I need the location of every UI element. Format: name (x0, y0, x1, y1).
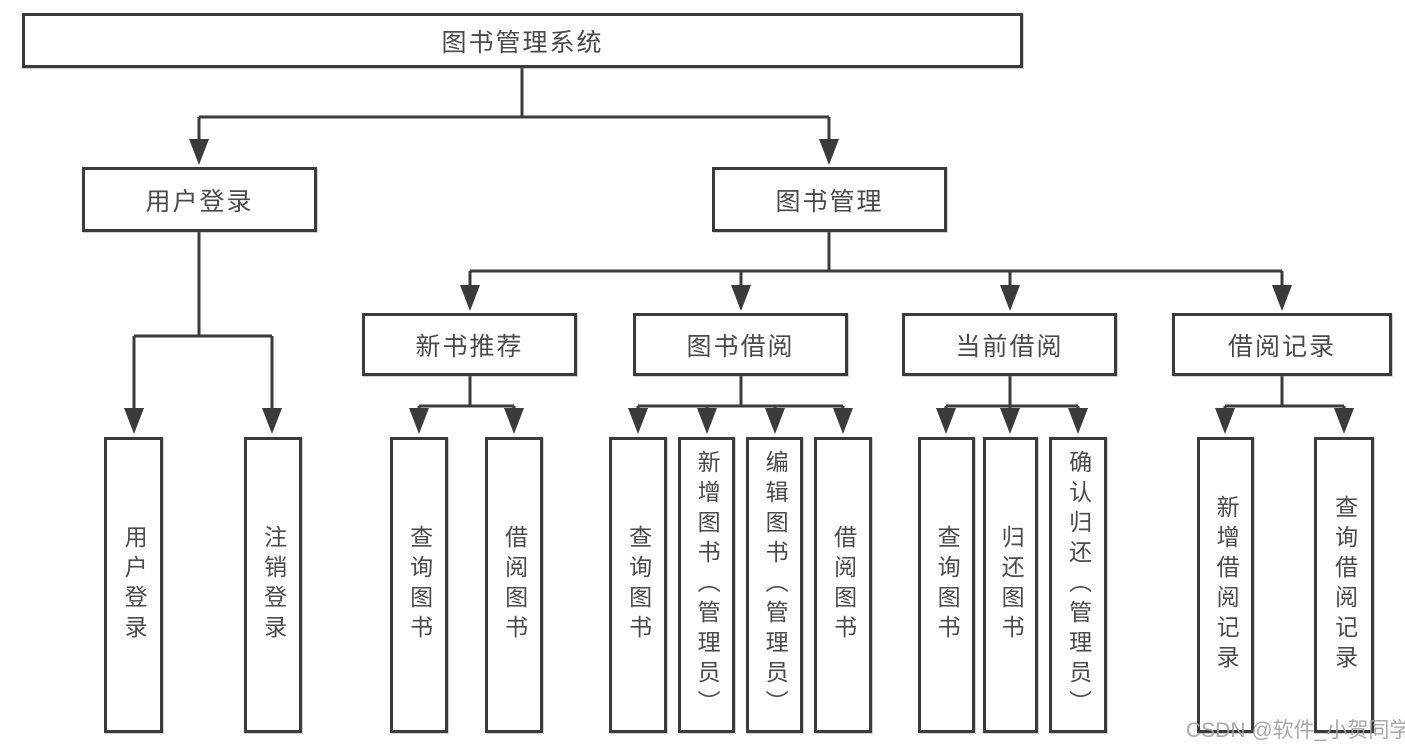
leaf-nbr-query-books: 查询图书 (390, 437, 448, 733)
connector-bookmgmt-to-level3 (460, 232, 1292, 311)
connector-borrowrecord-to-leaves (1215, 376, 1354, 434)
node-root-system: 图书管理系统 (22, 13, 1023, 68)
arrow-down-icon (628, 408, 648, 434)
leaf-bb-borrow-books: 借阅图书 (814, 437, 872, 733)
node-book-management: 图书管理 (712, 167, 947, 232)
arrow-down-icon (833, 408, 853, 434)
leaf-label: 注销登录 (260, 525, 287, 645)
leaf-label: 归还图书 (998, 525, 1025, 645)
leaf-bb-add-books-admin: 新增图书（管理员） (678, 437, 735, 733)
connector-newbook-to-leaves (409, 376, 524, 434)
leaf-label: 借阅图书 (830, 525, 857, 645)
leaf-br-query-record: 查询借阅记录 (1314, 437, 1374, 733)
connector-root-to-level2 (189, 68, 839, 165)
node-label: 用户登录 (145, 187, 254, 216)
arrow-down-icon (262, 408, 282, 434)
leaf-nbr-borrow-books: 借阅图书 (485, 437, 543, 733)
leaf-user-login: 用户登录 (104, 437, 163, 733)
arrow-down-icon (1334, 408, 1354, 434)
arrow-down-icon (819, 139, 839, 165)
arrow-down-icon (189, 139, 209, 165)
arrow-down-icon (1215, 408, 1235, 434)
connector-userlogin-to-leaves (124, 232, 282, 434)
leaf-label: 用户登录 (121, 525, 148, 645)
leaf-label: 查询图书 (406, 525, 433, 645)
node-label: 当前借阅 (955, 332, 1064, 361)
arrow-down-icon (697, 408, 717, 434)
leaf-label: 借阅图书 (501, 525, 528, 645)
leaf-bb-edit-books-admin: 编辑图书（管理员） (746, 437, 803, 733)
node-label: 新书推荐 (415, 332, 524, 361)
node-new-book-recommend: 新书推荐 (362, 313, 577, 376)
node-label: 图书借阅 (686, 332, 795, 361)
node-user-login: 用户登录 (82, 167, 317, 232)
arrow-down-icon (1068, 408, 1088, 434)
node-book-borrowing: 图书借阅 (633, 313, 848, 376)
arrow-down-icon (124, 408, 144, 434)
node-label: 借阅记录 (1227, 332, 1336, 361)
arrow-down-icon (1000, 408, 1020, 434)
leaf-label: 新增借阅记录 (1213, 495, 1240, 675)
leaf-cb-query-books: 查询图书 (918, 437, 975, 733)
arrow-down-icon (460, 285, 480, 311)
arrow-down-icon (936, 408, 956, 434)
node-borrowing-records: 借阅记录 (1172, 313, 1392, 376)
leaf-label: 编辑图书（管理员） (762, 450, 789, 720)
leaf-cb-return-books: 归还图书 (983, 437, 1038, 733)
leaf-bb-query-books: 查询图书 (609, 437, 667, 733)
arrow-down-icon (504, 408, 524, 434)
connector-bookborrow-to-leaves (628, 376, 853, 434)
leaf-label: 查询借阅记录 (1331, 495, 1358, 675)
leaf-label: 查询图书 (934, 525, 961, 645)
leaf-cb-confirm-return-admin: 确认归还（管理员） (1049, 437, 1107, 733)
node-root-label: 图书管理系统 (441, 28, 604, 57)
leaf-br-add-record: 新增借阅记录 (1197, 437, 1254, 733)
connector-currentborrow-to-leaves (936, 376, 1088, 434)
arrow-down-icon (409, 408, 429, 434)
arrow-down-icon (731, 285, 751, 311)
arrow-down-icon (1272, 285, 1292, 311)
node-label: 图书管理 (775, 187, 884, 216)
leaf-label: 查询图书 (625, 525, 652, 645)
leaf-label: 确认归还（管理员） (1065, 450, 1092, 720)
node-current-borrowing: 当前借阅 (902, 313, 1117, 376)
leaf-logout: 注销登录 (244, 437, 302, 733)
arrow-down-icon (1000, 285, 1020, 311)
leaf-label: 新增图书（管理员） (694, 450, 721, 720)
csdn-watermark: CSDN @软件_小贺同学 (1186, 719, 1405, 742)
arrow-down-icon (765, 408, 785, 434)
